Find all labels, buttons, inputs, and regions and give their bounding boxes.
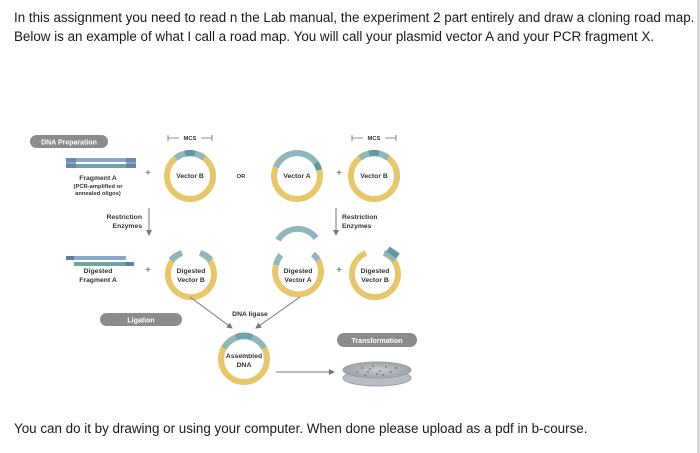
mcs-right-label: MCS	[368, 136, 381, 142]
ligation-label: Ligation	[127, 318, 154, 325]
restriction-left-label: Restriction	[106, 214, 142, 221]
assembled-label: Assembled	[226, 353, 262, 360]
digested-vector-a-plasmid	[275, 229, 321, 295]
fragment-a-note-2: annealed oligos)	[75, 191, 121, 197]
transformation-pill: Transformation	[337, 333, 417, 347]
plus-sign: +	[336, 265, 342, 276]
ligase-left-arrow	[190, 297, 232, 328]
plus-sign: +	[145, 265, 151, 276]
digested-vector-a-label-2: Vector A	[284, 277, 311, 284]
fragment-a-note-1: (PCR-amplified or	[74, 184, 124, 190]
digested-vector-b-right-label-1: Digested	[361, 268, 390, 275]
petri-dish-icon	[343, 362, 411, 386]
dna-preparation-label: DNA Preparation	[41, 140, 97, 147]
mcs-marker-right: MCS	[352, 133, 396, 142]
digested-vector-b-label-2: Vector B	[177, 277, 205, 284]
or-label: OR	[237, 174, 247, 180]
ligation-pill: Ligation	[100, 313, 182, 326]
vector-a-label: Vector A	[283, 173, 310, 180]
transformation-label: Transformation	[352, 338, 403, 345]
mcs-left-label: MCS	[184, 136, 197, 142]
dna-preparation-pill: DNA Preparation	[30, 135, 108, 148]
digested-vector-b-label-1: Digested	[177, 268, 206, 275]
fragment-a-dna	[66, 158, 136, 168]
plus-sign: +	[336, 168, 342, 179]
vector-b-right-label: Vector B	[360, 173, 388, 180]
digested-vector-b-plasmid	[168, 253, 214, 297]
digested-fragment-a-dna	[66, 256, 134, 266]
enzymes-left-label: Enzymes	[113, 223, 143, 230]
enzymes-right-label: Enzymes	[342, 223, 372, 230]
plus-sign: +	[145, 168, 151, 179]
digested-left-label: Digested	[84, 268, 113, 275]
digested-fragment-a-label: Fragment A	[79, 277, 117, 284]
mcs-marker-left: MCS	[168, 133, 212, 142]
digested-vector-a-label-1: Digested	[284, 268, 313, 275]
dna-ligase-label: DNA ligase	[232, 311, 268, 318]
assembled-dna-label: DNA	[237, 362, 252, 369]
restriction-right-label: Restriction	[342, 214, 378, 221]
submission-instructions: You can do it by drawing or using your c…	[14, 421, 587, 436]
vector-b-label: Vector B	[176, 173, 204, 180]
fragment-a-label: Fragment A	[79, 175, 117, 182]
digested-vector-b-right-label-2: Vector B	[361, 277, 389, 284]
